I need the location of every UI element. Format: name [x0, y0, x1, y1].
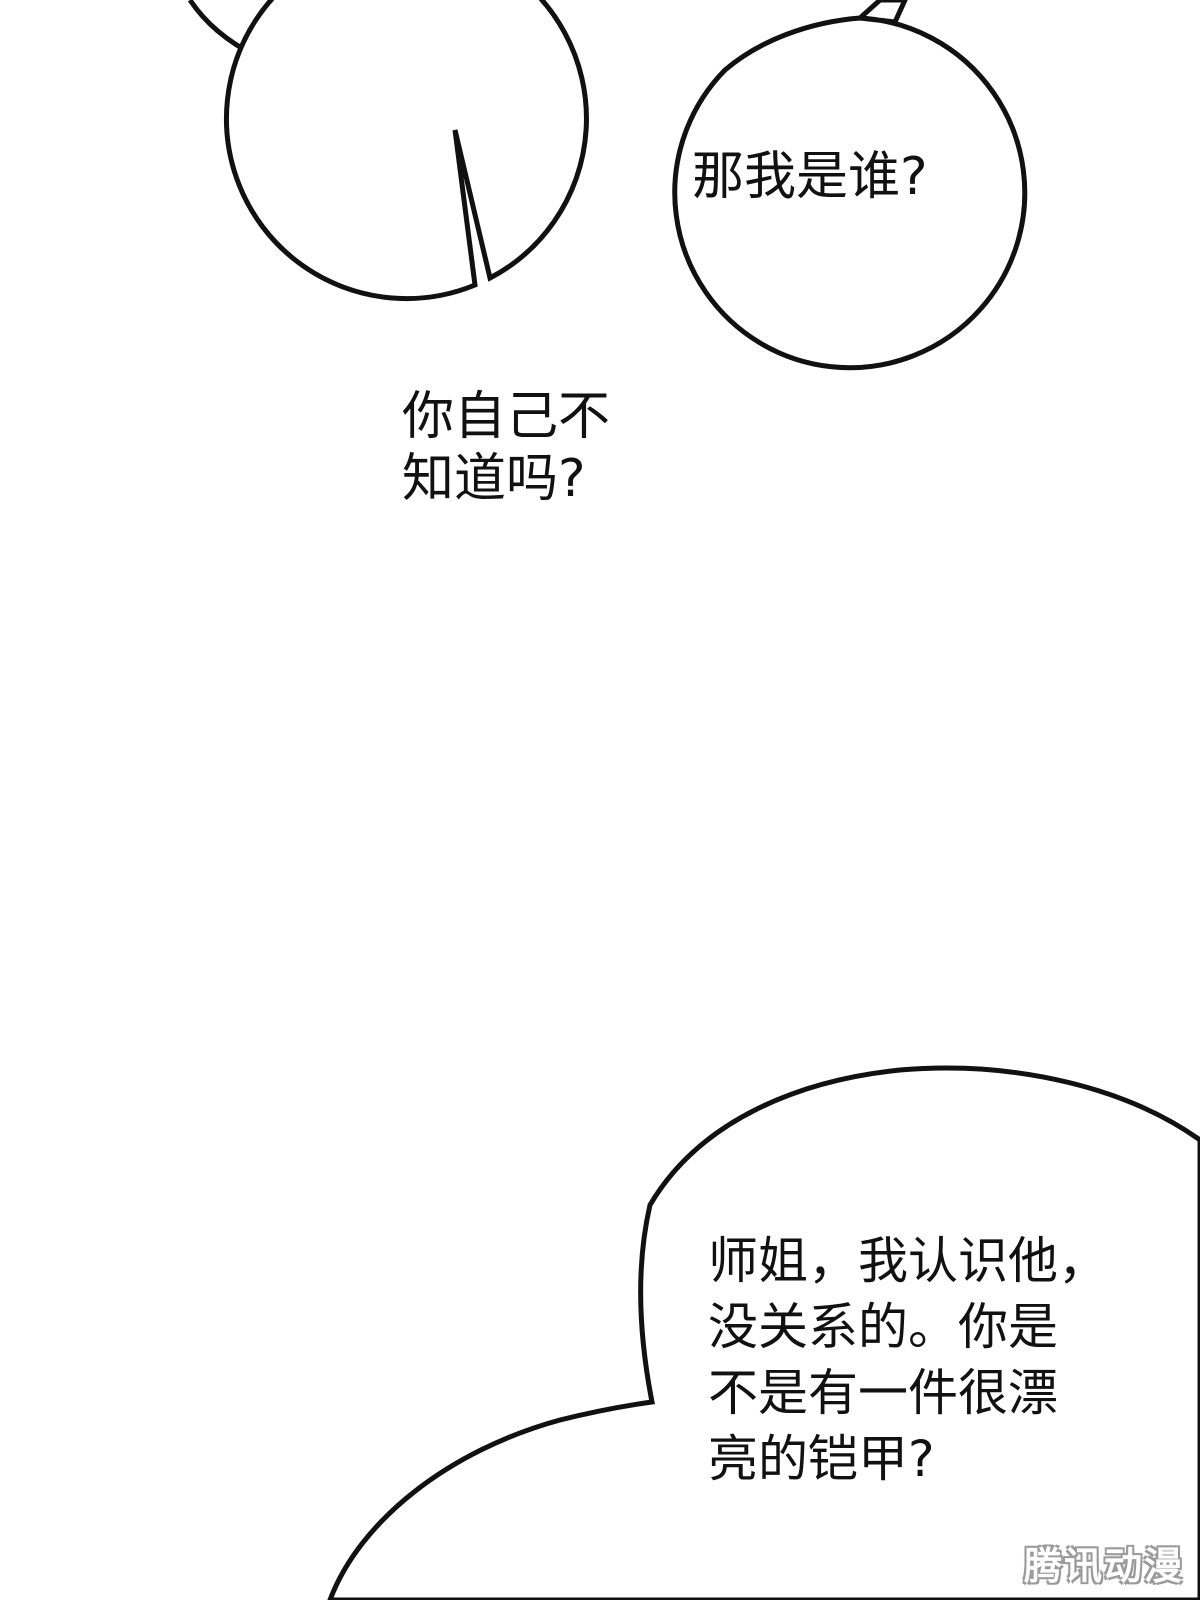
- bubble-text-bottom-right: 师姐，我认识他， 没关系的。你是 不是有一件很漂 亮的铠甲?: [708, 1232, 1108, 1488]
- speech-bubble-bottom-right: [327, 1065, 1200, 1600]
- bubble-text-middle-left: 你自己不 知道吗?: [402, 387, 611, 509]
- speech-bubble-top-right: [672, 0, 1028, 371]
- speech-bubble-middle-left: [223, 0, 589, 302]
- bubble-text-top-right: 那我是谁?: [692, 147, 928, 207]
- watermark-logo: 腾讯动漫: [1023, 1544, 1184, 1588]
